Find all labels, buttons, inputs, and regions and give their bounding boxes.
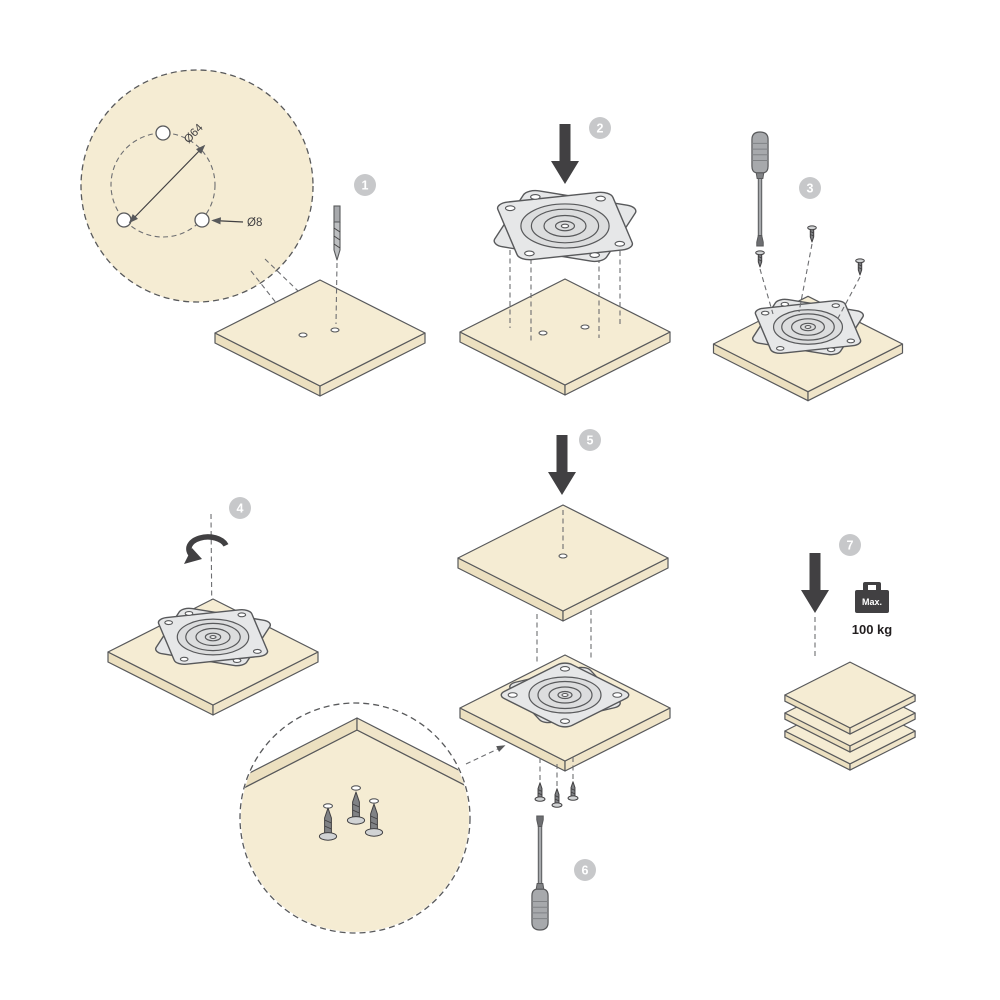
- max-weight-icon: Max.: [855, 582, 889, 613]
- screw-icon: [567, 781, 579, 801]
- drilled-hole: [580, 324, 590, 330]
- drilled-hole: [558, 553, 568, 559]
- svg-text:5: 5: [587, 434, 594, 448]
- hole-pattern-circle: [110, 132, 216, 238]
- screw-icon: [534, 782, 546, 802]
- down-arrow-icon: [551, 124, 579, 184]
- drilled-hole: [538, 330, 548, 336]
- screw-icon: [755, 250, 765, 268]
- board-underside-face: [241, 730, 469, 932]
- hole-diameter-label: Ø8: [247, 217, 262, 229]
- screwdriver-icon: [531, 815, 549, 931]
- step-badge-6: 6: [574, 859, 596, 881]
- detail-drilling-template: Ø64 Ø8: [80, 69, 314, 303]
- svg-text:7: 7: [847, 539, 854, 553]
- alignment-line: [835, 276, 861, 323]
- board-edge: [357, 718, 469, 796]
- step-badge-4: 4: [229, 497, 251, 519]
- svg-text:3: 3: [807, 182, 814, 196]
- step-badge-1: 1: [354, 174, 376, 196]
- screwdriver-icon: [751, 131, 769, 247]
- board: [459, 278, 671, 396]
- step-2-group: 2: [459, 117, 671, 396]
- screw-hole: [368, 798, 380, 804]
- step-badge-2: 2: [589, 117, 611, 139]
- screw-hole: [350, 785, 362, 791]
- step-badge-5: 5: [579, 429, 601, 451]
- step-3-group: 3: [712, 131, 904, 402]
- step-5-group: 5: [457, 429, 671, 772]
- detail-circle: [80, 69, 314, 303]
- template-hole: [116, 212, 132, 228]
- step-1-group: Ø64 Ø8 1: [80, 69, 426, 397]
- svg-text:2: 2: [597, 122, 604, 136]
- leader-line: [465, 745, 506, 765]
- step-4-group: 4: [107, 497, 319, 716]
- max-label: Max.: [862, 597, 882, 607]
- step-badge-7: 7: [839, 534, 861, 556]
- alignment-line: [335, 262, 338, 325]
- svg-text:6: 6: [582, 864, 589, 878]
- max-weight-value: 100 kg: [852, 622, 893, 637]
- step-7-group: Max. 100 kg 7: [784, 534, 916, 771]
- drill-bit-icon: [333, 205, 341, 261]
- svg-text:1: 1: [362, 179, 369, 193]
- step-6-group: 6: [239, 702, 596, 934]
- alignment-line: [798, 243, 813, 313]
- detail-underside: [239, 702, 471, 934]
- screw-icon: [855, 258, 865, 276]
- hole-dimension-line: [211, 217, 244, 225]
- swivel-plate: [490, 188, 640, 264]
- svg-text:4: 4: [237, 502, 244, 516]
- template-hole: [194, 212, 210, 228]
- drilled-hole: [330, 327, 340, 333]
- down-arrow-icon: [801, 553, 829, 613]
- step-badge-3: 3: [799, 177, 821, 199]
- template-hole: [155, 125, 171, 141]
- screw-icon: [807, 225, 817, 243]
- alignment-line: [210, 513, 213, 635]
- screw-icon: [551, 788, 563, 808]
- board: [214, 279, 426, 397]
- diameter-dimension-line: [128, 144, 206, 224]
- leader-line: [264, 258, 331, 323]
- down-arrow-icon: [548, 435, 576, 495]
- rotate-arrow-icon: [184, 534, 229, 564]
- drilled-hole: [298, 332, 308, 338]
